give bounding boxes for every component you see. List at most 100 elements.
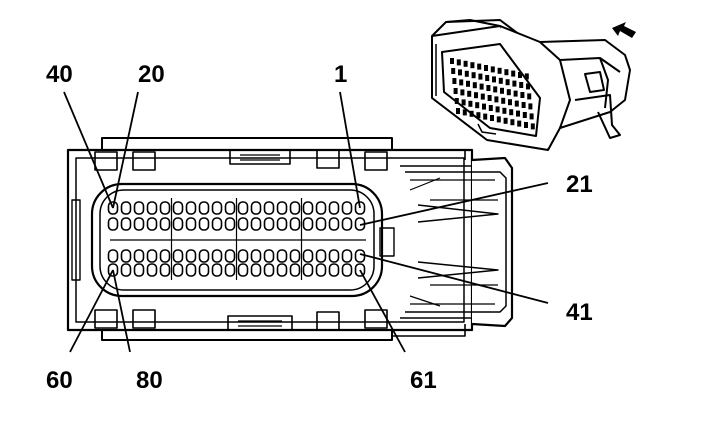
inset-pin — [504, 69, 509, 76]
inset-pin — [524, 73, 529, 80]
inset-pin — [453, 88, 458, 94]
pin-cavity — [276, 263, 288, 277]
pin-cavity — [289, 201, 301, 215]
pin-cavity — [198, 217, 210, 231]
pin-cavity — [237, 263, 249, 277]
leader-lines — [63, 91, 549, 353]
pin-cavity — [289, 249, 301, 263]
pin-cavity — [185, 217, 197, 231]
leader-line-80 — [112, 269, 131, 353]
pin-cavity — [211, 249, 223, 263]
pin-label-80: 80 — [136, 367, 163, 394]
pin-cavity — [250, 249, 262, 263]
inset-pin — [505, 79, 510, 86]
inset-pin — [478, 73, 483, 80]
pin-cavity — [159, 249, 171, 263]
pin-cavity — [120, 201, 132, 215]
pin-cavity — [250, 217, 262, 231]
pin-cavity — [276, 217, 288, 231]
inset-pin — [456, 108, 460, 114]
pin-cavity — [328, 201, 340, 215]
pin-cavity — [341, 263, 353, 277]
pin-cavity — [224, 249, 236, 263]
inset-pin — [460, 89, 465, 96]
inset-pin — [514, 100, 519, 107]
inset-pin — [490, 66, 495, 73]
pin-label-20: 20 — [138, 61, 165, 88]
pin-cavity — [133, 201, 145, 215]
inset-pin — [470, 62, 475, 69]
inset-pin — [471, 72, 476, 79]
pin-cavity — [224, 263, 236, 277]
pin-cavity — [185, 201, 197, 215]
pin-label-21: 21 — [566, 171, 593, 198]
pin-cavity — [250, 201, 262, 215]
inset-pin — [512, 80, 517, 87]
leader-line-41 — [359, 253, 549, 304]
inset-pin — [463, 60, 468, 67]
connector-housing — [66, 137, 514, 341]
inset-pin — [493, 86, 498, 93]
pin-cavity — [302, 217, 314, 231]
pin-cavity — [341, 217, 353, 231]
inset-pin — [486, 85, 491, 91]
inset-pin — [490, 115, 494, 121]
cavity-pin-grid — [107, 198, 366, 280]
pin-cavity — [172, 263, 184, 277]
pin-cavity — [289, 217, 301, 231]
inset-pin — [526, 83, 530, 90]
leader-line-61 — [359, 269, 406, 353]
inset-pin — [519, 82, 524, 88]
inset-pin — [524, 122, 528, 128]
pin-cavity — [120, 249, 132, 263]
pin-cavity — [224, 201, 236, 215]
pin-cavity — [159, 217, 171, 231]
inset-pin — [468, 100, 473, 107]
pin-cavity — [328, 217, 340, 231]
inset-pin — [506, 89, 511, 96]
pin-cavity — [315, 249, 327, 263]
pin-cavity — [276, 201, 288, 215]
inset-pin — [487, 95, 492, 101]
connector-perspective-view-icon — [431, 19, 631, 151]
pin-cavity — [289, 263, 301, 277]
inset-pin — [451, 68, 456, 74]
pin-cavity — [276, 249, 288, 263]
inset-pin — [511, 70, 516, 77]
inset-pin — [520, 92, 525, 98]
pin-cavity — [211, 263, 223, 277]
pin-label-40: 40 — [46, 61, 73, 88]
inset-pin — [495, 106, 500, 113]
pin-cavity — [211, 201, 223, 215]
pin-cavity — [172, 249, 184, 263]
inset-pin — [458, 69, 462, 76]
inset-pin — [522, 112, 527, 118]
pin-cavity — [263, 217, 275, 231]
pin-cavity — [185, 263, 197, 277]
leader-line-60 — [69, 269, 114, 353]
pin-cavity — [237, 217, 249, 231]
inset-pin — [464, 70, 469, 77]
pin-label-1: 1 — [334, 61, 347, 88]
inset-pin — [492, 76, 496, 83]
pin-cavity — [198, 263, 210, 277]
leader-line-1 — [339, 91, 361, 209]
inset-pin — [529, 113, 534, 120]
pin-cavity — [224, 217, 236, 231]
inset-pin — [450, 58, 454, 64]
inset-pin — [454, 98, 459, 104]
pin-cavity — [185, 249, 197, 263]
pin-cavity — [315, 217, 327, 231]
inset-pin — [461, 99, 466, 106]
pin-cavity — [341, 201, 353, 215]
inset-pin — [485, 75, 490, 81]
pin-cavity — [133, 249, 145, 263]
pin-cavity — [315, 201, 327, 215]
pin-cavity — [341, 249, 353, 263]
pin-label-61: 61 — [410, 367, 437, 394]
inset-pin — [476, 112, 481, 119]
inset-pin — [488, 105, 493, 111]
inset-pin — [462, 109, 467, 116]
inset-pin — [509, 109, 514, 116]
inset-pin — [484, 65, 488, 71]
